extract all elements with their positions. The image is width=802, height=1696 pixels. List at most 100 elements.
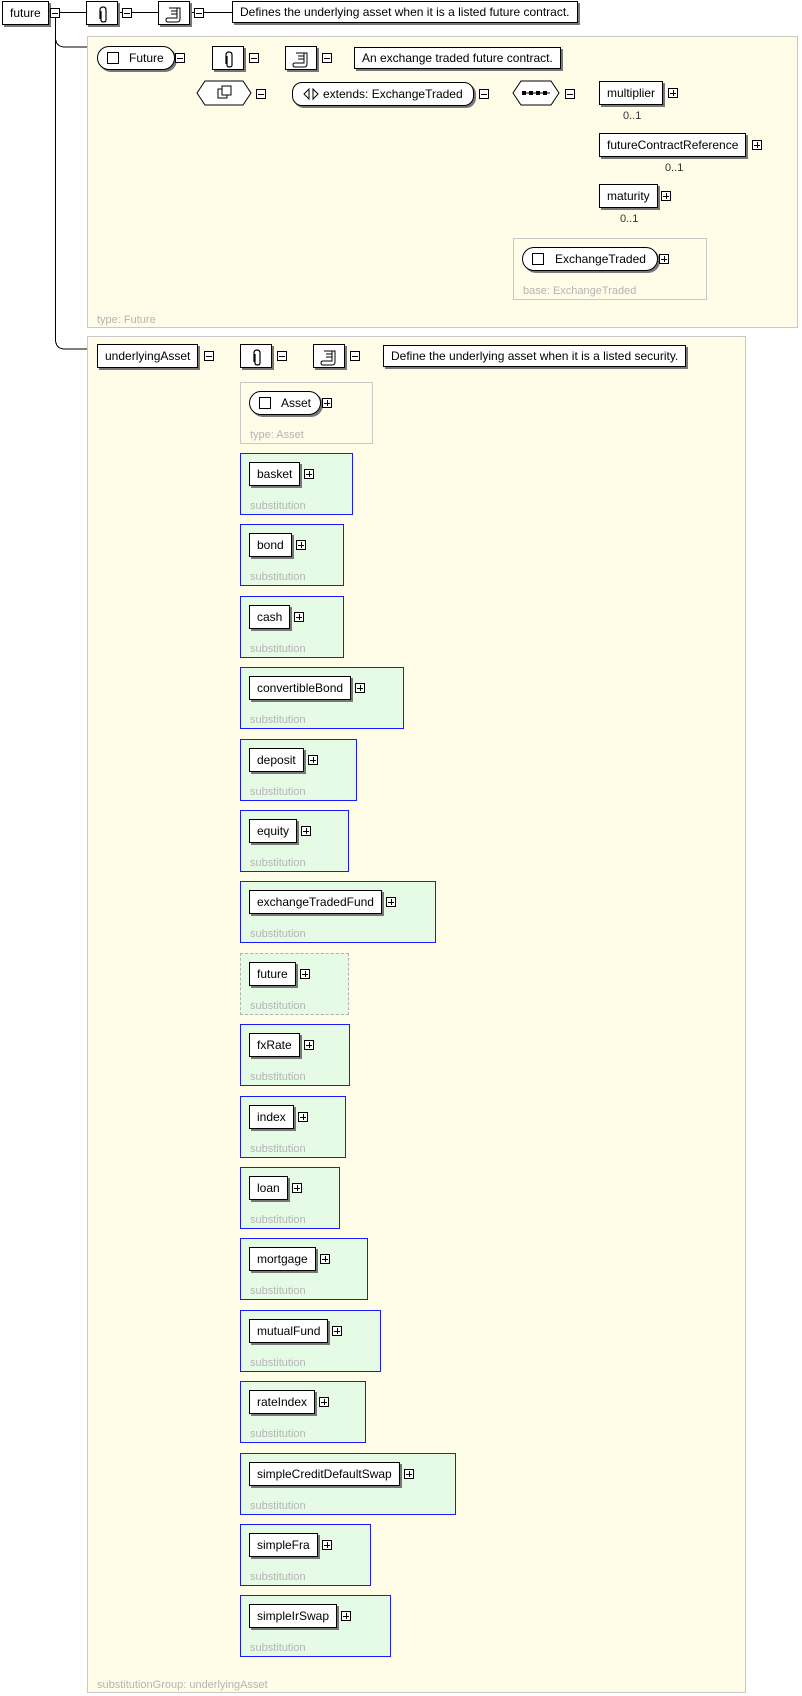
substitution-element[interactable]: simpleFra	[249, 1533, 318, 1557]
element-future-contract-reference[interactable]: futureContractReference	[599, 133, 747, 157]
substitution-element[interactable]: simpleCreditDefaultSwap	[249, 1462, 400, 1486]
asset-complex-type[interactable]: Asset	[249, 391, 321, 415]
underlying-annotation-toggle[interactable]	[277, 351, 287, 361]
substitution-expand-toggle[interactable]	[296, 540, 306, 550]
sequence-collapse-toggle[interactable]	[565, 89, 575, 99]
asset-type-caption: type: Asset	[250, 429, 304, 441]
substitution-element[interactable]: equity	[249, 819, 298, 843]
future-annotation-box[interactable]	[212, 46, 244, 70]
substitution-expand-toggle[interactable]	[332, 1326, 342, 1336]
future-collapse-toggle[interactable]	[50, 8, 60, 18]
substitution-expand-toggle[interactable]	[292, 1183, 302, 1193]
documentation-box[interactable]	[158, 1, 190, 25]
underlying-documentation-box[interactable]	[313, 344, 345, 368]
exchange-traded-type[interactable]: ExchangeTraded	[522, 247, 658, 271]
substitution-expand-toggle[interactable]	[386, 897, 396, 907]
scroll-icon	[292, 52, 308, 68]
substitution-card: deposit substitution	[240, 739, 357, 801]
future-annotation-toggle[interactable]	[249, 53, 259, 63]
substitution-element[interactable]: bond	[249, 533, 292, 557]
substitution-expand-toggle[interactable]	[304, 1040, 314, 1050]
maturity-expand-toggle[interactable]	[661, 191, 671, 201]
extends-label: extends: ExchangeTraded	[323, 87, 463, 101]
extension-icon	[303, 87, 319, 101]
element-multiplier[interactable]: multiplier	[599, 81, 664, 105]
substitution-element[interactable]: index	[249, 1105, 294, 1129]
choice-compositor[interactable]	[196, 80, 254, 106]
substitution-element[interactable]: loan	[249, 1176, 288, 1200]
substitution-expand-toggle[interactable]	[301, 826, 311, 836]
paperclip-icon	[99, 6, 107, 23]
future-contract-reference-expand-toggle[interactable]	[752, 140, 762, 150]
exchange-traded-label: ExchangeTraded	[555, 252, 646, 266]
substitution-expand-toggle[interactable]	[355, 683, 365, 693]
substitution-element[interactable]: future	[249, 962, 296, 986]
underlying-documentation-toggle[interactable]	[350, 351, 360, 361]
asset-type-label: Asset	[281, 396, 312, 410]
sequence-compositor[interactable]	[512, 80, 562, 106]
substitution-caption: substitution	[250, 1428, 306, 1440]
substitution-expand-toggle[interactable]	[320, 1254, 330, 1264]
future-documentation-text: An exchange traded future contract.	[354, 47, 561, 69]
substitution-card: loan substitution	[240, 1167, 340, 1229]
future-documentation-box[interactable]	[285, 46, 317, 70]
annotation-collapse-toggle[interactable]	[122, 8, 132, 18]
extends-collapse-toggle[interactable]	[479, 89, 489, 99]
substitution-expand-toggle[interactable]	[319, 1397, 329, 1407]
extends-exchange-traded[interactable]: extends: ExchangeTraded	[292, 82, 474, 106]
sequence-icon	[522, 91, 550, 95]
substitution-element[interactable]: exchangeTradedFund	[249, 890, 382, 914]
element-maturity[interactable]: maturity	[599, 184, 658, 208]
future-documentation-toggle[interactable]	[322, 53, 332, 63]
substitution-expand-toggle[interactable]	[294, 612, 304, 622]
substitution-caption: substitution	[250, 786, 306, 798]
documentation-collapse-toggle[interactable]	[194, 8, 204, 18]
underlying-asset-collapse-toggle[interactable]	[204, 351, 214, 361]
substitution-expand-toggle[interactable]	[298, 1112, 308, 1122]
substitution-expand-toggle[interactable]	[341, 1611, 351, 1621]
checkbox-icon	[107, 52, 119, 64]
substitution-caption: substitution	[250, 1642, 306, 1654]
element-underlying-asset[interactable]: underlyingAsset	[97, 344, 199, 368]
choice-collapse-toggle[interactable]	[256, 89, 266, 99]
substitution-group-caption: substitutionGroup: underlyingAsset	[97, 1679, 268, 1691]
exchange-traded-expand-toggle[interactable]	[659, 254, 669, 264]
substitution-element[interactable]: basket	[249, 462, 301, 486]
substitution-element[interactable]: mutualFund	[249, 1319, 329, 1343]
future-type-collapse-toggle[interactable]	[175, 53, 185, 63]
future-complex-type[interactable]: Future	[97, 46, 175, 70]
substitution-element[interactable]: deposit	[249, 748, 304, 772]
scroll-icon	[165, 7, 181, 23]
substitution-expand-toggle[interactable]	[404, 1469, 414, 1479]
underlying-documentation-text: Define the underlying asset when it is a…	[383, 345, 687, 367]
future-type-caption: type: Future	[97, 314, 156, 326]
substitution-card: simpleIrSwap substitution	[240, 1595, 391, 1657]
substitution-expand-toggle[interactable]	[300, 969, 310, 979]
annotation-box[interactable]	[86, 1, 118, 25]
substitution-element[interactable]: cash	[249, 605, 291, 629]
underlying-annotation-box[interactable]	[240, 344, 272, 368]
future-type-label: Future	[129, 51, 164, 65]
multiplier-expand-toggle[interactable]	[668, 88, 678, 98]
substitution-expand-toggle[interactable]	[322, 1540, 332, 1550]
substitution-caption: substitution	[250, 1214, 306, 1226]
substitution-expand-toggle[interactable]	[304, 469, 314, 479]
future-contract-reference-occurs: 0..1	[665, 162, 684, 174]
asset-expand-toggle[interactable]	[322, 398, 332, 408]
substitution-card: rateIndex substitution	[240, 1381, 366, 1443]
substitution-element[interactable]: convertibleBond	[249, 676, 352, 700]
substitution-element[interactable]: simpleIrSwap	[249, 1604, 338, 1628]
substitution-caption: substitution	[250, 500, 306, 512]
substitution-expand-toggle[interactable]	[308, 755, 318, 765]
substitution-element[interactable]: mortgage	[249, 1247, 316, 1271]
root-element-future[interactable]: future	[2, 1, 49, 25]
substitution-element[interactable]: fxRate	[249, 1033, 300, 1057]
substitution-element[interactable]: rateIndex	[249, 1390, 316, 1414]
